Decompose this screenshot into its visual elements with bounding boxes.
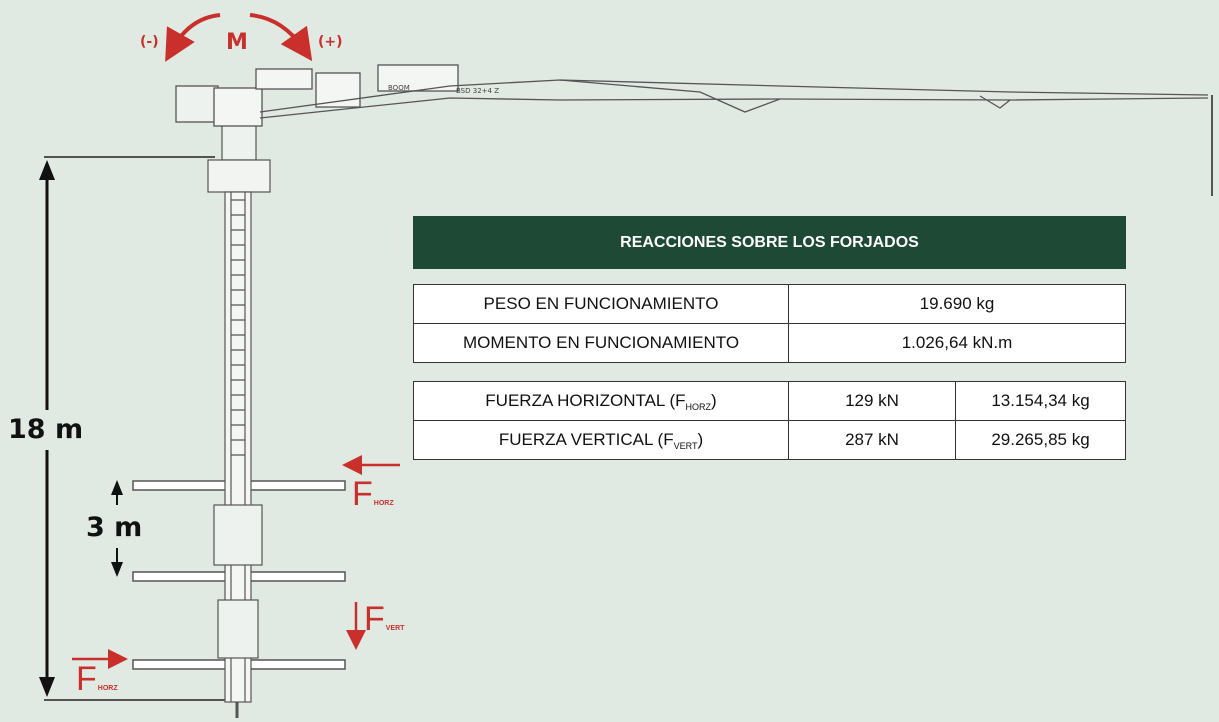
row-label: MOMENTO EN FUNCIONAMIENTO — [413, 323, 789, 363]
row-kg: 29.265,85 kg — [955, 420, 1126, 460]
row-label-close: ) — [697, 429, 704, 449]
row-label-text: FUERZA VERTICAL (F — [498, 429, 674, 449]
row-kn: 129 kN — [788, 381, 956, 421]
total-height-label: 18 m — [8, 414, 84, 445]
moment-arrows — [165, 13, 313, 62]
dimension-3m — [111, 480, 123, 577]
row-label-subscript: HORZ — [685, 401, 712, 412]
mast-column — [207, 124, 271, 718]
f-horz-bottom-letter: F — [76, 660, 97, 698]
row-label: FUERZA VERTICAL (FVERT) — [413, 420, 789, 460]
reactions-forces-table: FUERZA HORIZONTAL (FHORZ) 129 kN 13.154,… — [413, 381, 1126, 460]
boom-model-label: BSD 32+4 Z — [456, 87, 499, 95]
floor-spacing-label: 3 m — [86, 512, 143, 543]
dimension-18m — [39, 156, 237, 701]
row-label: PESO EN FUNCIONAMIENTO — [413, 284, 789, 324]
f-vert-label: FVERT — [364, 602, 404, 636]
f-horz-label-top: FHORZ — [352, 477, 394, 511]
table-row: FUERZA HORIZONTAL (FHORZ) 129 kN 13.154,… — [413, 381, 1126, 421]
row-kg: 13.154,34 kg — [955, 381, 1126, 421]
boom-label: BOOM — [388, 84, 410, 92]
row-label: FUERZA HORIZONTAL (FHORZ) — [413, 381, 789, 421]
table-title: REACCIONES SOBRE LOS FORJADOS — [413, 216, 1126, 269]
row-label-text: FUERZA HORIZONTAL (F — [485, 390, 686, 410]
row-value: 1.026,64 kN.m — [788, 323, 1126, 363]
row-kn: 287 kN — [788, 420, 956, 460]
f-horz-subscript: HORZ — [373, 500, 394, 507]
row-label-close: ) — [711, 390, 717, 410]
row-value: 19.690 kg — [788, 284, 1126, 324]
boom-arm — [175, 64, 1213, 196]
moment-minus-label: (-) — [140, 34, 159, 50]
moment-plus-label: (+) — [318, 34, 343, 50]
f-vert-subscript: VERT — [385, 625, 405, 632]
row-label-subscript: VERT — [673, 440, 698, 451]
f-horz-label-bottom: FHORZ — [76, 662, 118, 696]
reactions-main-table: PESO EN FUNCIONAMIENTO 19.690 kg MOMENTO… — [413, 284, 1126, 363]
table-row: PESO EN FUNCIONAMIENTO 19.690 kg — [413, 284, 1126, 324]
table-row: MOMENTO EN FUNCIONAMIENTO 1.026,64 kN.m — [413, 323, 1126, 363]
f-vert-letter: F — [364, 600, 385, 638]
table-row: FUERZA VERTICAL (FVERT) 287 kN 29.265,85… — [413, 420, 1126, 460]
f-horz-bottom-subscript: HORZ — [97, 685, 118, 692]
moment-symbol: M — [226, 30, 248, 55]
f-horz-letter: F — [352, 475, 373, 513]
